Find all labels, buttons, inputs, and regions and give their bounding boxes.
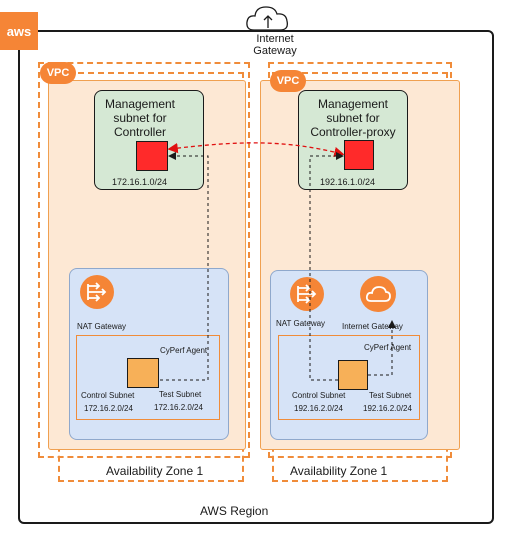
nat-gateway-icon bbox=[290, 277, 324, 311]
right-controller-proxy bbox=[344, 140, 374, 170]
right-agent-igw-link bbox=[368, 320, 396, 376]
right-agent-link bbox=[309, 152, 344, 381]
nat-gateway-icon bbox=[80, 275, 114, 309]
right-igw-label: Internet Gateway bbox=[342, 322, 403, 331]
left-agent-link bbox=[160, 152, 209, 381]
right-agent-label: CyPerf Agent bbox=[364, 343, 412, 352]
left-control-ip: 172.16.2.0/24 bbox=[84, 404, 133, 413]
left-management-ip: 172.16.1.0/24 bbox=[112, 177, 168, 187]
aws-logo-icon: aws bbox=[0, 12, 38, 50]
right-test-ip: 192.16.2.0/24 bbox=[363, 404, 412, 413]
left-management-title: Management subnet for Controller bbox=[104, 97, 176, 139]
right-agent-subnet-box bbox=[278, 335, 420, 420]
left-agent-label: CyPerf Agent bbox=[160, 346, 208, 355]
left-nat-label: NAT Gateway bbox=[77, 322, 127, 331]
left-test-ip: 172.16.2.0/24 bbox=[154, 403, 203, 412]
left-availability-zone bbox=[38, 62, 250, 458]
right-nat-label: NAT Gateway bbox=[276, 319, 326, 328]
left-cyperf-agent bbox=[127, 358, 159, 388]
aws-region bbox=[18, 30, 494, 524]
left-controller bbox=[136, 141, 168, 171]
controller-link bbox=[167, 142, 345, 158]
left-test-subnet-label: Test Subnet bbox=[159, 390, 202, 399]
left-control-subnet-label: Control Subnet bbox=[81, 391, 135, 400]
cloud-icon bbox=[246, 6, 288, 31]
right-test-subnet-label: Test Subnet bbox=[369, 391, 412, 400]
right-cyperf-agent bbox=[338, 360, 368, 390]
left-az-label: Availability Zone 1 bbox=[106, 464, 204, 478]
region-label: AWS Region bbox=[200, 504, 269, 518]
right-vpc-badge: VPC bbox=[270, 70, 306, 92]
right-az-label: Availability Zone 1 bbox=[290, 464, 388, 478]
right-management-ip: 192.16.1.0/24 bbox=[320, 177, 376, 187]
left-vpc-badge: VPC bbox=[40, 62, 76, 84]
left-agent-subnet-box bbox=[76, 335, 220, 420]
right-management-title: Management subnet for Controller-proxy bbox=[310, 97, 396, 139]
internet-gateway-icon bbox=[360, 276, 396, 312]
top-internet-gateway-label: Internet Gateway bbox=[253, 33, 297, 57]
right-control-ip: 192.16.2.0/24 bbox=[294, 404, 343, 413]
left-management-subnet bbox=[94, 90, 204, 190]
right-control-subnet-label: Control Subnet bbox=[292, 391, 346, 400]
